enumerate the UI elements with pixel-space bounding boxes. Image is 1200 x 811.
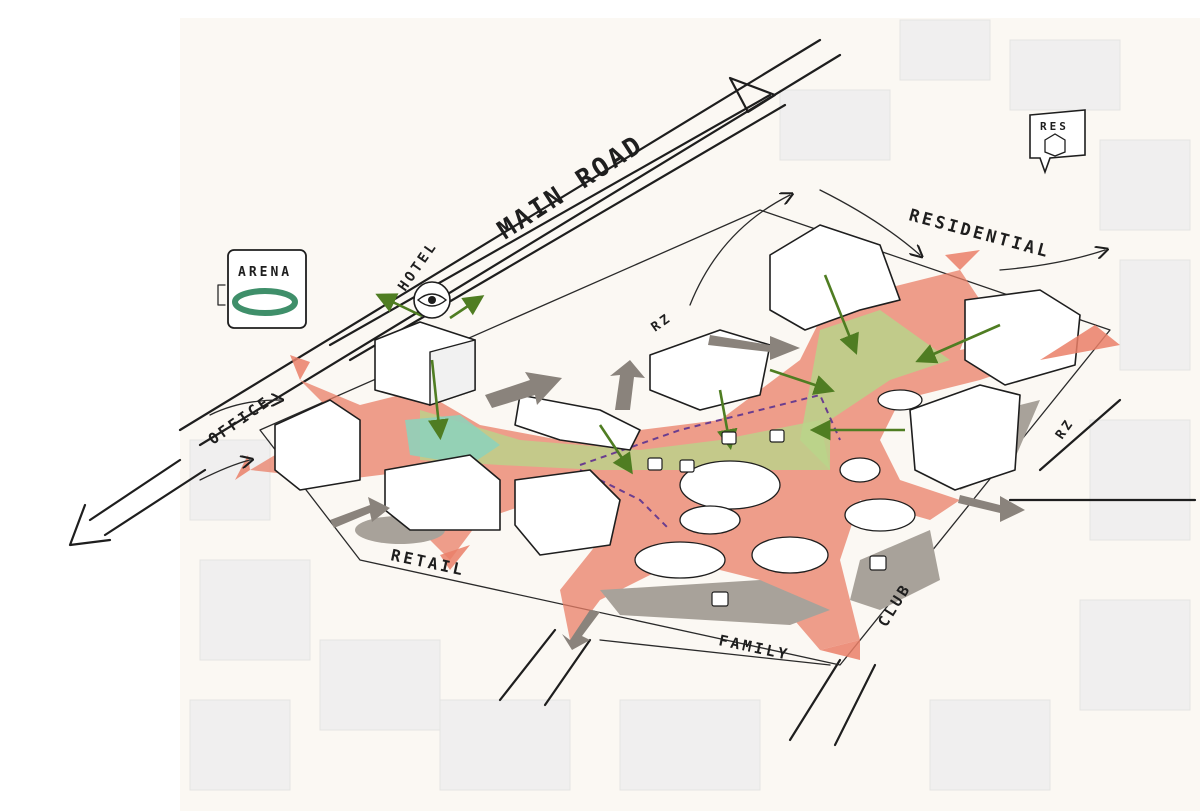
road-end-arrow-icon [68,503,112,547]
speech-bubble-icon [869,555,887,571]
green-axis [420,410,830,470]
main-road-arrow-icon [728,76,777,114]
speech-bubble-icon [711,591,729,607]
main-road [68,38,842,547]
speech-bubble-icon [679,459,695,473]
hotel-eye-icon [413,281,451,319]
green-view-arrows [375,274,1001,475]
speech-bubble-icon [721,431,737,445]
arena-label: ARENA [238,265,292,280]
residential-box-icon [1029,109,1086,175]
speech-bubble-icon [769,429,785,443]
arena-icon [217,249,307,329]
grey-flow-arrows [330,335,1025,650]
secondary-roads [498,398,1197,747]
context-city-blocks [189,19,1191,791]
buildings [274,224,1081,579]
green-plaza-east [800,310,950,470]
outline-arrows [199,189,1105,481]
speech-bubble-icon [647,457,663,471]
speech-bubble-icons [647,429,887,607]
site-boundary [259,209,1111,666]
res-box-label: RES [1040,120,1069,133]
